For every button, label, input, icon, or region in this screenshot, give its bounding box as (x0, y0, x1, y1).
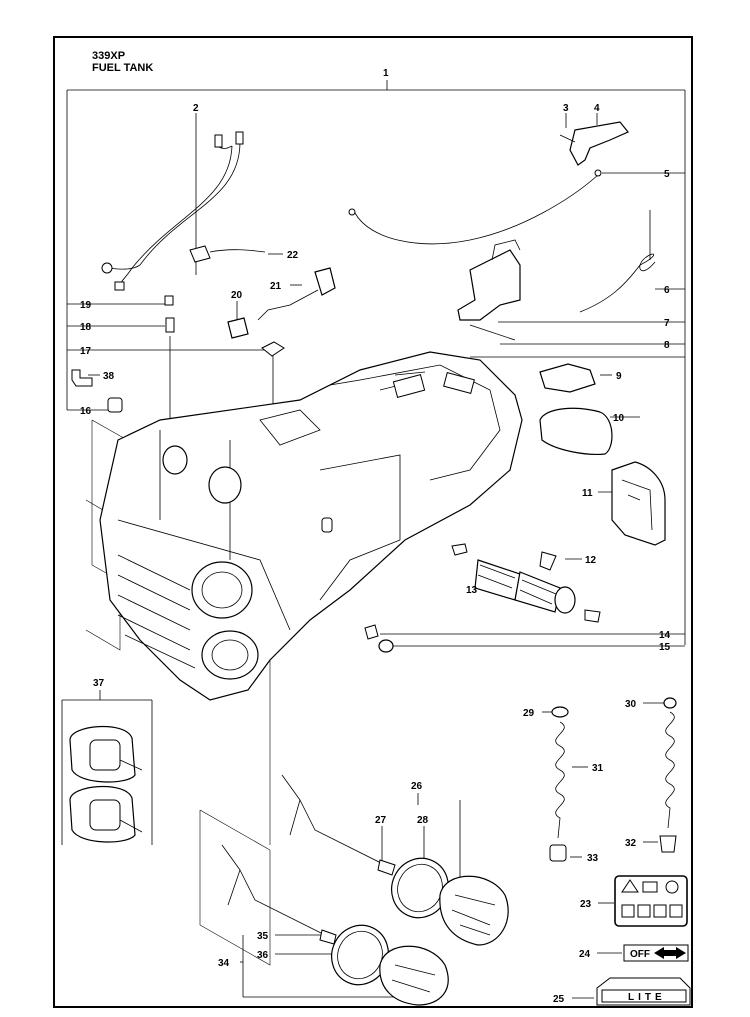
callout-30: 30 (625, 699, 637, 710)
callout-10: 10 (613, 413, 625, 424)
cap-15 (378, 639, 394, 653)
model-number: 339XP (92, 50, 126, 62)
nut-17 (261, 341, 285, 357)
callout-37: 37 (93, 678, 105, 689)
callout-27: 27 (375, 815, 387, 826)
callout-3: 3 (563, 103, 569, 114)
spring-wire (579, 210, 656, 313)
throttle-cable (348, 169, 602, 245)
callout-35: 35 (257, 931, 269, 942)
callout-5: 5 (664, 169, 670, 180)
diagram-title: FUEL TANK (92, 62, 154, 74)
stop-switch-decal: OFF (623, 944, 689, 962)
callout-4: 4 (594, 103, 600, 114)
diagram-frame (53, 36, 693, 1008)
callout-34: 34 (218, 958, 230, 969)
fuel-caps (331, 800, 509, 1006)
callout-16: 16 (80, 406, 92, 417)
callout-6: 6 (664, 285, 670, 296)
short-wire (189, 245, 266, 263)
callout-15: 15 (659, 642, 671, 653)
leader-lines (61, 80, 686, 999)
callout-28: 28 (417, 815, 429, 826)
callout-25: 25 (553, 994, 565, 1005)
callout-38: 38 (103, 371, 115, 382)
anti-vibration-assembly (451, 543, 601, 623)
callout-21: 21 (270, 281, 282, 292)
fitting-38 (71, 369, 93, 387)
lite-decal-text: LITE (628, 992, 666, 1003)
callout-8: 8 (664, 340, 670, 351)
callout-18: 18 (80, 322, 92, 333)
switch-lever (257, 267, 336, 321)
callout-31: 31 (592, 763, 604, 774)
screw-14 (364, 624, 379, 640)
callout-32: 32 (625, 838, 637, 849)
callout-29: 29 (523, 708, 535, 719)
handle-parts (539, 363, 666, 546)
screw-19 (164, 295, 174, 306)
fuel-tank-housing (99, 351, 523, 701)
callout-24: 24 (579, 949, 591, 960)
callout-26: 26 (411, 781, 423, 792)
callout-20: 20 (231, 290, 243, 301)
callout-13: 13 (466, 585, 478, 596)
callout-7: 7 (664, 318, 670, 329)
throttle-lockout (457, 239, 521, 341)
anti-vibration-elements (69, 726, 143, 843)
callout-12: 12 (585, 555, 597, 566)
callout-labels: 1 2 3 4 5 6 7 8 9 10 11 12 13 14 15 16 1… (80, 68, 671, 1005)
callout-11: 11 (582, 488, 593, 499)
lite-decal: LITE (596, 977, 691, 1006)
callout-19: 19 (80, 300, 92, 311)
callout-1: 1 (383, 68, 389, 79)
callout-2: 2 (193, 103, 199, 114)
callout-23: 23 (580, 899, 592, 910)
throttle-trigger (559, 121, 629, 166)
callout-14: 14 (659, 630, 671, 641)
springs-and-filters (549, 697, 677, 862)
switch-decal-text: OFF (630, 949, 650, 960)
screw-18 (165, 317, 175, 333)
callout-17: 17 (80, 346, 92, 357)
callout-33: 33 (587, 853, 599, 864)
warning-decal (614, 875, 688, 927)
callout-36: 36 (257, 950, 269, 961)
callout-9: 9 (616, 371, 622, 382)
fuel-pickup-hoses (221, 774, 396, 945)
wire-harness (101, 131, 244, 291)
grommet (227, 317, 249, 339)
callout-22: 22 (287, 250, 299, 261)
plug-16 (107, 397, 123, 413)
